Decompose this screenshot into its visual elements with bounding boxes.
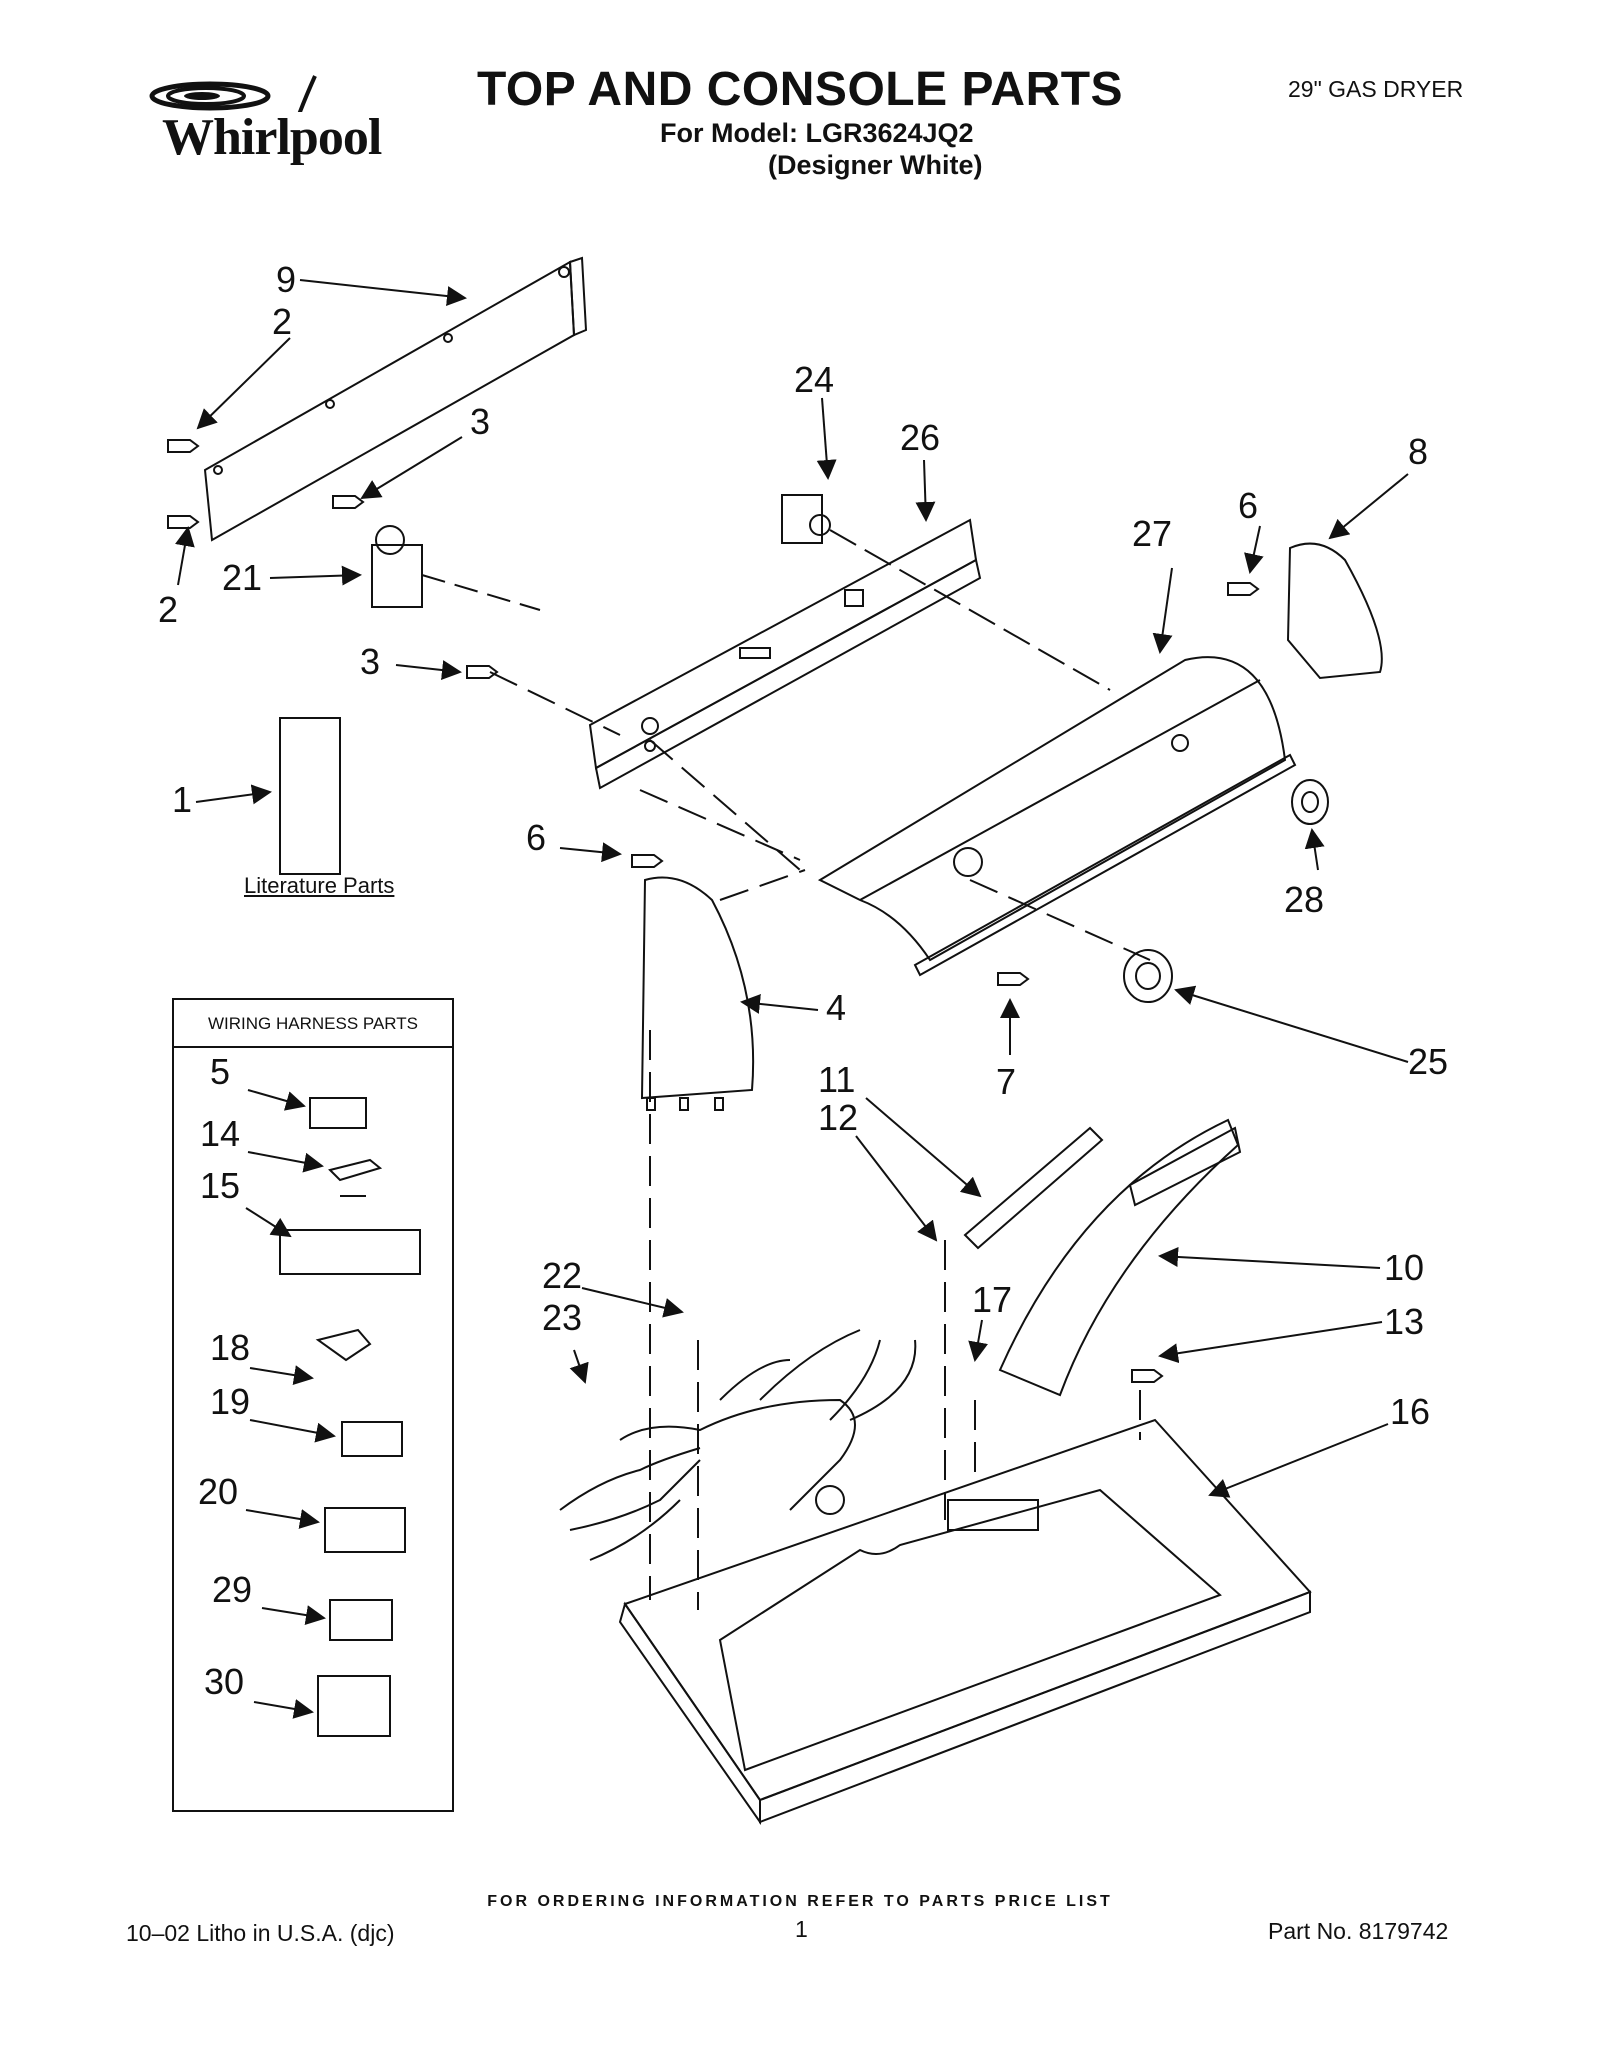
callout-11: 11	[818, 1059, 856, 1100]
wiring-harness-box: WIRING HARNESS PARTS	[172, 998, 454, 1812]
top-panel-part	[618, 1418, 1312, 1826]
callout-27: 27	[1132, 513, 1173, 554]
callout-7: 7	[996, 1061, 1017, 1102]
callout-19: 19	[210, 1381, 251, 1422]
lint-filter-parts	[963, 1118, 1242, 1397]
model-line: For Model: LGR3624JQ2	[660, 118, 974, 148]
finish-line: (Designer White)	[768, 150, 983, 180]
product-label: 29" GAS DRYER	[1288, 76, 1464, 102]
assembly-guide-lines	[489, 671, 1151, 1610]
callout-20: 20	[198, 1471, 239, 1512]
harness-connector-parts	[245, 1089, 421, 1737]
ordering-note: FOR ORDERING INFORMATION REFER TO PARTS …	[487, 1893, 1113, 1910]
callout-23: 23	[542, 1297, 583, 1338]
callout-3-bottom: 3	[360, 641, 381, 682]
control-part-24	[781, 494, 1111, 691]
knob-parts	[1123, 779, 1329, 1003]
end-cap-parts	[640, 542, 1383, 1111]
rear-panel-part	[203, 256, 588, 542]
wiring-harness-title: WIRING HARNESS PARTS	[174, 1000, 452, 1048]
timer-part	[371, 525, 541, 611]
callout-29: 29	[212, 1569, 253, 1610]
callout-18: 18	[210, 1327, 251, 1368]
control-bracket-part	[588, 518, 982, 790]
callout-4: 4	[826, 987, 847, 1028]
callout-2-top: 2	[272, 301, 293, 342]
literature-parts-label: Literature Parts	[244, 873, 395, 898]
callout-28: 28	[1284, 879, 1325, 920]
callout-15: 15	[200, 1165, 241, 1206]
litho-info: 10–02 Litho in U.S.A. (djc)	[126, 1920, 395, 1946]
callout-8: 8	[1408, 431, 1429, 472]
brand-wordmark: Whirlpool	[162, 109, 382, 166]
callout-3-top: 3	[470, 401, 491, 442]
callout-6-left: 6	[526, 817, 547, 858]
callout-leaders	[175, 279, 1409, 1498]
callout-21: 21	[222, 557, 263, 598]
callout-25: 25	[1408, 1041, 1449, 1082]
callout-14: 14	[200, 1113, 241, 1154]
callout-30: 30	[204, 1661, 245, 1702]
callout-1: 1	[172, 779, 193, 820]
whirlpool-logo: Whirlpool	[140, 72, 382, 166]
screw-group	[167, 439, 1260, 1383]
callout-16: 16	[1390, 1391, 1431, 1432]
console-part	[817, 656, 1297, 977]
callout-13: 13	[1384, 1301, 1425, 1342]
page-title: TOP AND CONSOLE PARTS	[476, 63, 1124, 116]
wiring-harness-part	[559, 1329, 917, 1561]
callout-26: 26	[900, 417, 941, 458]
callout-5: 5	[210, 1051, 231, 1092]
callout-24: 24	[794, 359, 835, 400]
callout-22: 22	[542, 1255, 583, 1296]
callout-10: 10	[1384, 1247, 1425, 1288]
literature-part	[279, 717, 341, 875]
part-number: Part No. 8179742	[1268, 1918, 1449, 1944]
callout-6-right: 6	[1238, 485, 1259, 526]
callout-17: 17	[972, 1279, 1013, 1320]
callout-12: 12	[818, 1097, 859, 1138]
page-number: 1	[795, 1916, 808, 1942]
callout-9: 9	[276, 259, 297, 300]
callout-2-bottom: 2	[158, 589, 179, 630]
